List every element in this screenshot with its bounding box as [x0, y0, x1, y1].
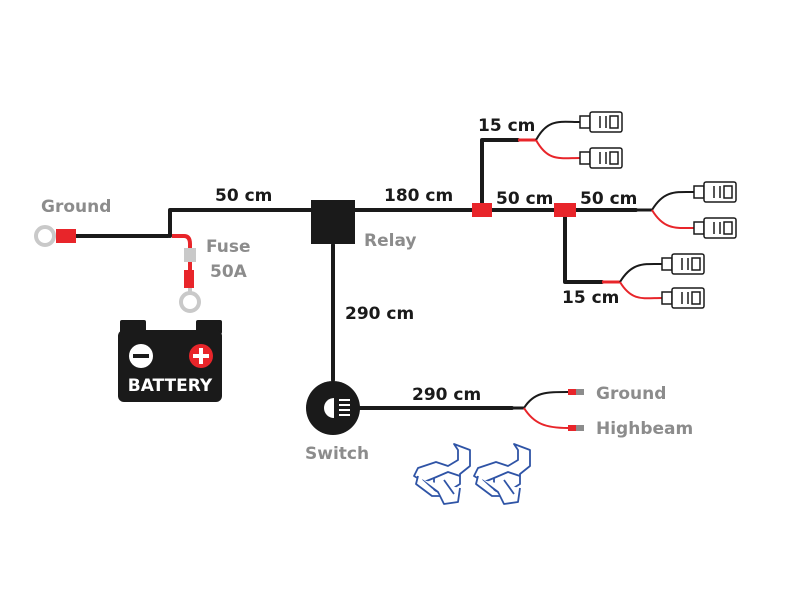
fuse-lead: [172, 234, 192, 250]
split-wires: [512, 120, 695, 429]
fuse-rating-label: 50A: [210, 262, 248, 282]
length-bottom-split: 15 cm: [562, 288, 619, 308]
labels: Ground Fuse 50A Relay Switch Ground High…: [41, 116, 693, 464]
pin-terminals: [576, 389, 584, 431]
spade-connector: [693, 217, 737, 239]
wire-tap-connector-icon: [413, 443, 531, 505]
ring-terminals: [34, 225, 201, 313]
length-relay-out: 180 cm: [384, 186, 453, 206]
spade-connectors: [579, 111, 737, 309]
highbeam-icon: [324, 398, 350, 418]
ground-right-label: Ground: [596, 384, 666, 404]
wires: [72, 138, 638, 410]
spade-connector: [693, 181, 737, 203]
spade-connector: [661, 253, 705, 275]
junction-connector-1: [472, 203, 492, 217]
main-wire: [168, 208, 314, 238]
junction-connector-2: [554, 203, 576, 217]
fuse-holder: [184, 248, 196, 262]
relay-label: Relay: [364, 231, 416, 251]
spade-connector: [579, 147, 623, 169]
battery-icon: BATTERY: [118, 320, 222, 402]
spade-connector: [661, 287, 705, 309]
ground-crimp: [56, 229, 76, 243]
switch-label: Switch: [305, 444, 369, 464]
length-branch-mid: 50 cm: [496, 189, 553, 209]
ground-left-label: Ground: [41, 197, 111, 217]
length-main: 50 cm: [215, 186, 272, 206]
fuse-label: Fuse: [206, 237, 251, 257]
length-switch-out: 290 cm: [412, 385, 481, 405]
battery-ring-terminal: [179, 291, 201, 313]
fuse-wire-crimp: [184, 270, 194, 288]
length-top-split: 15 cm: [478, 116, 535, 136]
red-connectors: [56, 203, 576, 431]
top-branch-wire: [480, 138, 520, 212]
length-branch-end: 50 cm: [580, 189, 637, 209]
battery-label: BATTERY: [128, 376, 213, 396]
bottom-branch-wire: [563, 208, 604, 284]
relay-box: [311, 200, 355, 244]
switch: [306, 381, 360, 435]
highbeam-label: Highbeam: [596, 419, 693, 439]
ground-ring-terminal: [34, 225, 56, 247]
spade-connector: [579, 111, 623, 133]
length-relay-to-switch: 290 cm: [345, 304, 414, 324]
